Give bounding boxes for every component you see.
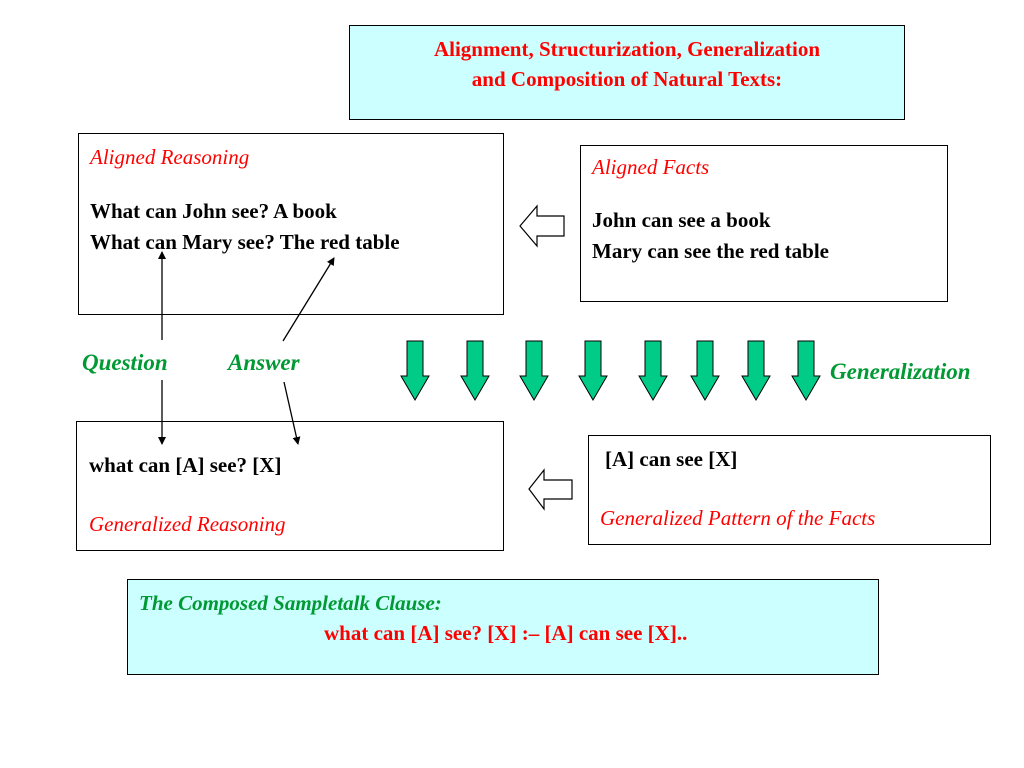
aligned-reasoning-line-1: What can John see? A book <box>90 199 337 223</box>
aligned-facts-box: Aligned Facts John can see a book Mary c… <box>580 145 948 302</box>
answer-arrow-down <box>283 381 301 445</box>
aligned-reasoning-heading: Aligned Reasoning <box>90 145 250 169</box>
generalized-pattern-text: [A] can see [X] <box>605 447 738 471</box>
generalized-reasoning-box: what can [A] see? [X] Generalized Reason… <box>76 421 504 551</box>
generalization-label: Generalization <box>830 359 971 384</box>
generalized-pattern-box: [A] can see [X] Generalized Pattern of t… <box>588 435 991 545</box>
generalization-arrow-6-icon <box>690 340 720 401</box>
generalization-arrow-4-icon <box>578 340 608 401</box>
generalization-arrow-5-icon <box>638 340 668 401</box>
generalized-reasoning-text: what can [A] see? [X] <box>89 453 282 477</box>
title-line-2: and Composition of Natural Texts: <box>471 67 783 91</box>
generalization-arrow-8-icon <box>791 340 821 401</box>
generalized-pattern-caption: Generalized Pattern of the Facts <box>600 506 876 530</box>
generalization-arrow-1-icon <box>400 340 430 401</box>
generalization-arrow-2-icon <box>460 340 490 401</box>
aligned-reasoning-box: Aligned Reasoning What can John see? A b… <box>78 133 504 315</box>
hollow-left-arrow-bottom-icon <box>528 468 573 511</box>
aligned-facts-heading: Aligned Facts <box>592 155 710 179</box>
answer-arrow-up <box>282 257 335 342</box>
question-label: Question <box>82 350 168 375</box>
hollow-left-arrow-top-icon <box>519 204 565 248</box>
aligned-facts-line-1: John can see a book <box>592 208 771 232</box>
composed-clause-text: what can [A] see? [X] :– [A] can see [X]… <box>324 621 688 645</box>
answer-label: Answer <box>228 350 300 375</box>
generalization-arrow-7-icon <box>741 340 771 401</box>
generalized-reasoning-caption: Generalized Reasoning <box>89 512 286 536</box>
composed-clause-box: The Composed Sampletalk Clause: what can… <box>127 579 879 675</box>
aligned-reasoning-line-2: What can Mary see? The red table <box>90 230 400 254</box>
generalization-arrow-3-icon <box>519 340 549 401</box>
title-line-1: Alignment, Structurization, Generalizati… <box>433 37 821 61</box>
title-box: Alignment, Structurization, Generalizati… <box>349 25 905 120</box>
composed-clause-heading: The Composed Sampletalk Clause: <box>139 591 442 615</box>
aligned-facts-line-2: Mary can see the red table <box>592 239 829 263</box>
